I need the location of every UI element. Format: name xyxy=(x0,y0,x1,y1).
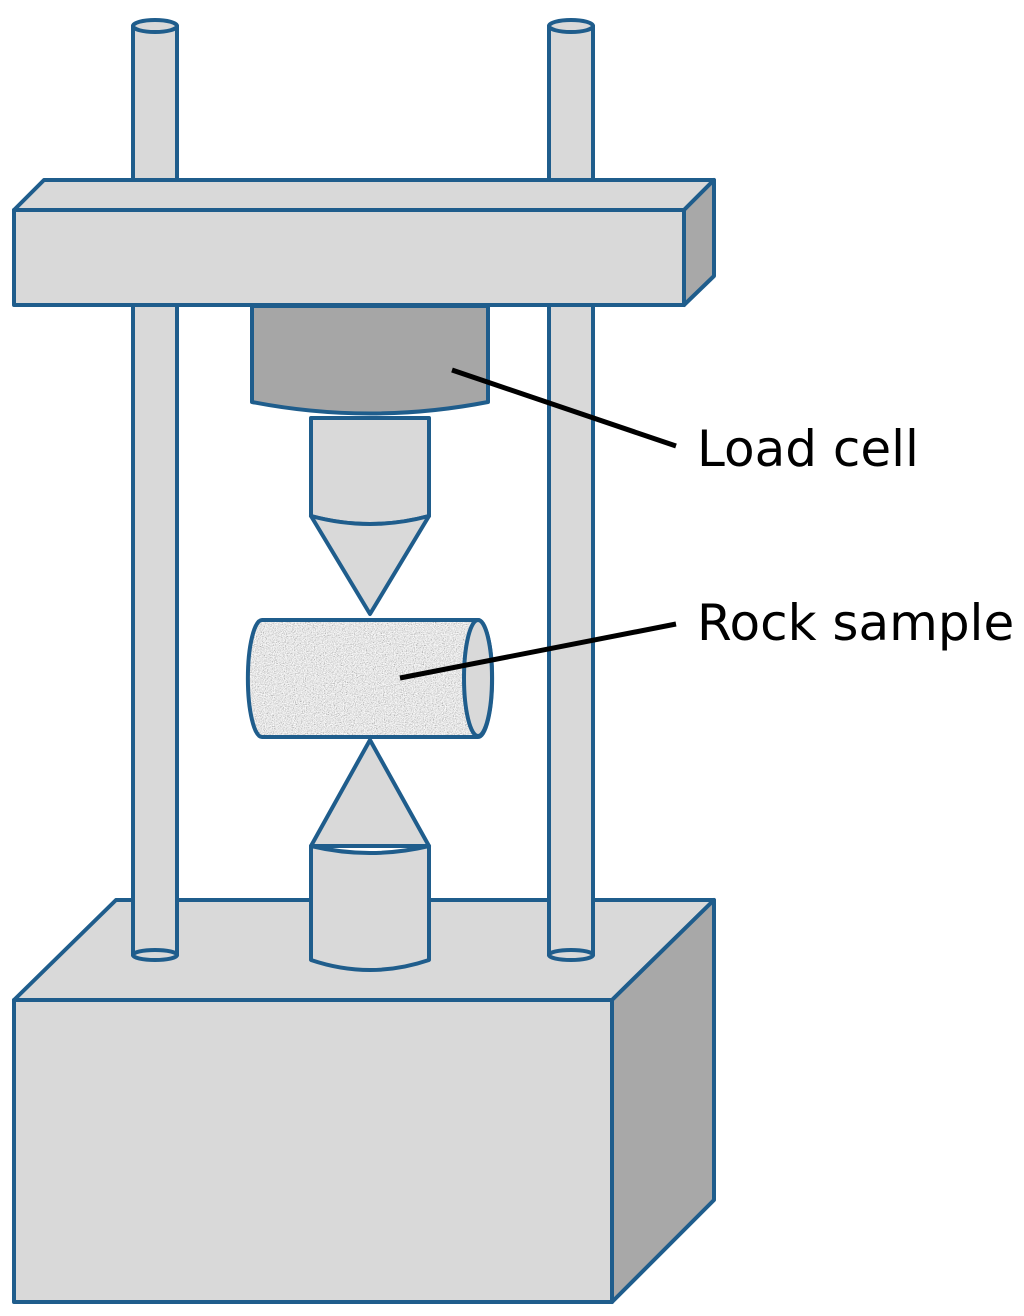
lower-platen xyxy=(309,738,431,972)
left-column xyxy=(131,18,179,962)
right-column-foot xyxy=(547,948,595,962)
rock-sample-leader-line xyxy=(399,621,677,681)
beam-top-face xyxy=(12,178,716,212)
right-column-lower xyxy=(547,303,595,957)
right-column-top xyxy=(547,18,595,34)
right-column xyxy=(547,18,595,962)
left-column-upper xyxy=(131,24,179,200)
upper-platen xyxy=(309,416,431,616)
upper-platen-cone xyxy=(309,514,431,616)
lower-platen-cylinder xyxy=(309,844,431,972)
left-column-lower xyxy=(131,303,179,957)
load-cell-leader-line xyxy=(451,367,677,449)
rock-sample-end-face xyxy=(462,618,494,738)
beam-front-face xyxy=(12,208,686,307)
rock-sample xyxy=(245,618,495,739)
crosshead-beam xyxy=(12,178,716,307)
left-column-top xyxy=(131,18,179,34)
upper-platen-cylinder xyxy=(309,416,431,526)
load-cell xyxy=(250,304,490,416)
right-column-upper xyxy=(547,24,595,200)
rock-sample-label: Rock sample xyxy=(697,594,1014,652)
load-cell-label: Load cell xyxy=(697,420,919,478)
rock-sample-texture xyxy=(247,620,493,737)
left-column-foot xyxy=(131,948,179,962)
machine-base xyxy=(12,898,716,1304)
base-front-face xyxy=(12,998,614,1304)
lower-platen-cone xyxy=(309,738,431,848)
